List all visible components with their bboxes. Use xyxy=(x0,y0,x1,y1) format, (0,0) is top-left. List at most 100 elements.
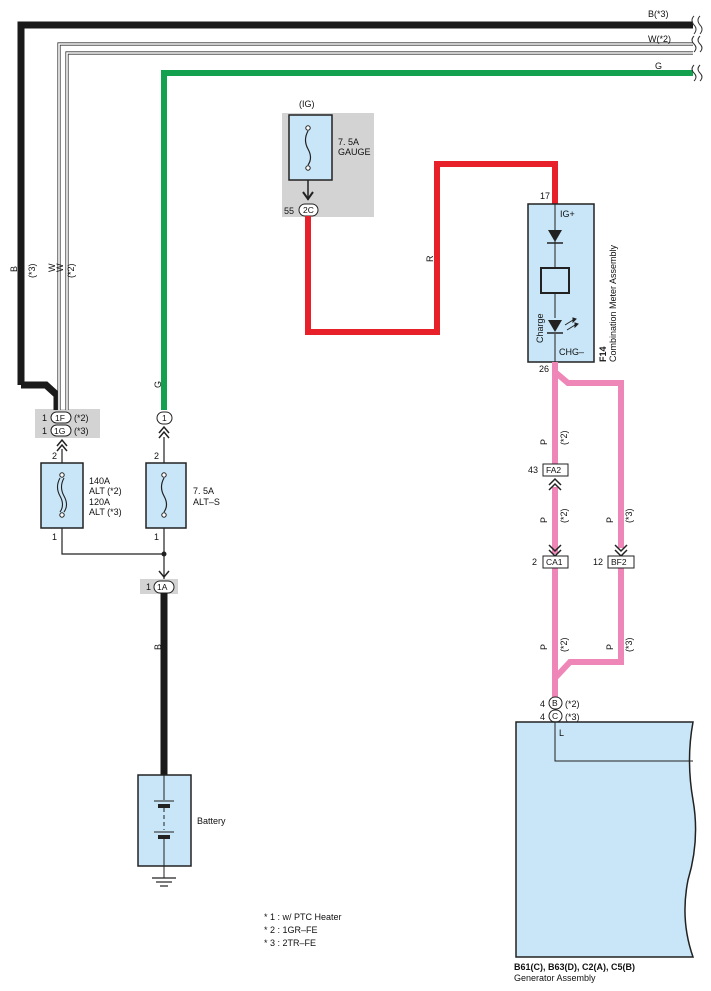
alt-fuse-element xyxy=(56,477,68,513)
ground-icon xyxy=(152,877,176,887)
gauge-fuse-terminal-bottom xyxy=(305,165,311,171)
wire-label-g-left: G xyxy=(153,381,163,388)
bf2-label: BF2 xyxy=(611,557,627,567)
gauge-fuse-rating: 7. 5A xyxy=(338,137,359,147)
note-1: * 1 : w/ PTC Heater xyxy=(264,912,342,922)
wire-label-b-left-note: (*3) xyxy=(27,263,37,278)
battery-label: Battery xyxy=(197,816,226,826)
ca1-pin: 2 xyxy=(532,557,537,567)
wire-label-p-4-note: (*2) xyxy=(559,637,569,652)
fuse-junction-wire xyxy=(61,528,165,579)
alts-fuse-element xyxy=(160,477,168,513)
conn-1f-pin: 1 xyxy=(42,413,47,423)
wire-label-p-2: P xyxy=(539,517,549,523)
meter-ic-block xyxy=(540,267,570,294)
alts-connector-label: 1 xyxy=(162,413,167,423)
alt-fuse-line1: 140A xyxy=(89,476,110,486)
wire-label-w-top: W(*2) xyxy=(648,34,671,44)
wire-label-p-3: P xyxy=(605,517,615,523)
wire-label-p-4: P xyxy=(539,644,549,650)
generator-l-line xyxy=(554,722,693,762)
alt-fuse-line3: 120A xyxy=(89,497,110,507)
conn-1g xyxy=(50,424,72,437)
generator-codes: B61(C), B63(D), C2(A), C5(B) xyxy=(514,962,635,972)
wire-g xyxy=(161,70,693,410)
wire-label-p-5: P xyxy=(605,644,615,650)
meter-pin-out: 26 xyxy=(539,364,549,374)
generator-terminal-l: L xyxy=(559,728,564,738)
wire-label-p-1-note: (*2) xyxy=(559,430,569,445)
wire-label-b-left: B xyxy=(9,266,19,272)
gauge-fuse-source: (IG) xyxy=(299,99,315,109)
gauge-connector-label: 2C xyxy=(303,205,314,215)
wire-break-marks xyxy=(691,15,703,82)
alts-fuse-pin-top: 2 xyxy=(154,451,159,461)
note-2: * 2 : 1GR–FE xyxy=(264,925,318,935)
ca1-connector xyxy=(542,555,569,569)
gauge-fuse-name: GAUGE xyxy=(338,147,371,157)
alts-fuse-terminal-bottom xyxy=(161,512,167,518)
charge-led-icon xyxy=(548,320,562,332)
bf2-pin: 12 xyxy=(593,557,603,567)
wire-label-b-battery: B xyxy=(153,644,163,650)
alt-fuse-terminal-bottom xyxy=(59,512,65,518)
gen-conn-c-note: (*3) xyxy=(565,712,580,722)
gen-conn-b-note: (*2) xyxy=(565,699,580,709)
fa2-label: FA2 xyxy=(546,465,561,475)
wire-label-b-top: B(*3) xyxy=(648,9,669,19)
junction-dot xyxy=(161,551,167,557)
battery-conn-chevron-icon xyxy=(158,570,170,579)
gauge-connector-pin: 55 xyxy=(284,206,294,216)
alts-fuse-rating: 7. 5A xyxy=(193,486,214,496)
conn-1f xyxy=(50,411,72,424)
wire-label-r: R xyxy=(425,255,435,262)
alts-chevron-icon xyxy=(158,425,170,439)
battery-conn-pin: 1 xyxy=(146,582,151,592)
gen-conn-b xyxy=(548,696,563,710)
conn-1g-label: 1G xyxy=(54,426,65,436)
alt-fuse-line2: ALT (*2) xyxy=(89,486,122,496)
conn-1g-note: (*3) xyxy=(74,426,89,436)
alts-connector xyxy=(156,411,173,425)
alts-fuse-name: ALT–S xyxy=(193,497,220,507)
alts-fuse xyxy=(145,462,187,529)
led-light-icon xyxy=(564,317,579,331)
wire-label-p-3-note: (*3) xyxy=(624,508,634,523)
wire-label-g-top: G xyxy=(655,61,662,71)
gen-conn-c-pin: 4 xyxy=(540,712,545,722)
conn-1f-label: 1F xyxy=(55,413,65,423)
gauge-fuse xyxy=(288,114,333,181)
wire-label-p-5-note: (*3) xyxy=(624,637,634,652)
note-3: * 3 : 2TR–FE xyxy=(264,938,316,948)
generator-assembly xyxy=(515,721,697,958)
generator-name: Generator Assembly xyxy=(514,973,596,983)
wire-w-top xyxy=(57,42,693,410)
meter-charge-label: Charge xyxy=(535,313,545,343)
alt-fuse-terminal-top xyxy=(59,472,65,478)
fa2-pin: 43 xyxy=(528,465,538,475)
fa2-connector xyxy=(542,463,569,477)
conn-1f-note: (*2) xyxy=(74,413,89,423)
conn-1g-chevron-icon xyxy=(56,438,68,452)
gen-conn-b-pin: 4 xyxy=(540,699,545,709)
alt-fuse-pin-bottom: 1 xyxy=(52,532,57,542)
meter-diode-icon xyxy=(548,230,562,242)
meter-pin-in: 17 xyxy=(540,191,550,201)
meter-ig-label: IG+ xyxy=(560,209,575,219)
fa2-chevron-icon xyxy=(548,477,562,491)
wire-r xyxy=(305,161,558,335)
bf2-connector xyxy=(607,555,635,569)
battery-connector-label: 1A xyxy=(157,582,168,592)
wire-label-w-left: W xyxy=(47,263,57,272)
gen-conn-b-label: B xyxy=(552,698,558,708)
wire-label-p-2-note: (*2) xyxy=(559,508,569,523)
wire-b-top xyxy=(17,21,693,410)
battery-icon xyxy=(154,775,174,878)
alt-fuse-line4: ALT (*3) xyxy=(89,507,122,517)
meter-code: F14 xyxy=(598,346,608,362)
gauge-fuse-element xyxy=(304,130,312,166)
alts-fuse-terminal-top xyxy=(161,472,167,478)
conn-1g-pin: 1 xyxy=(42,426,47,436)
wire-p xyxy=(552,362,624,697)
